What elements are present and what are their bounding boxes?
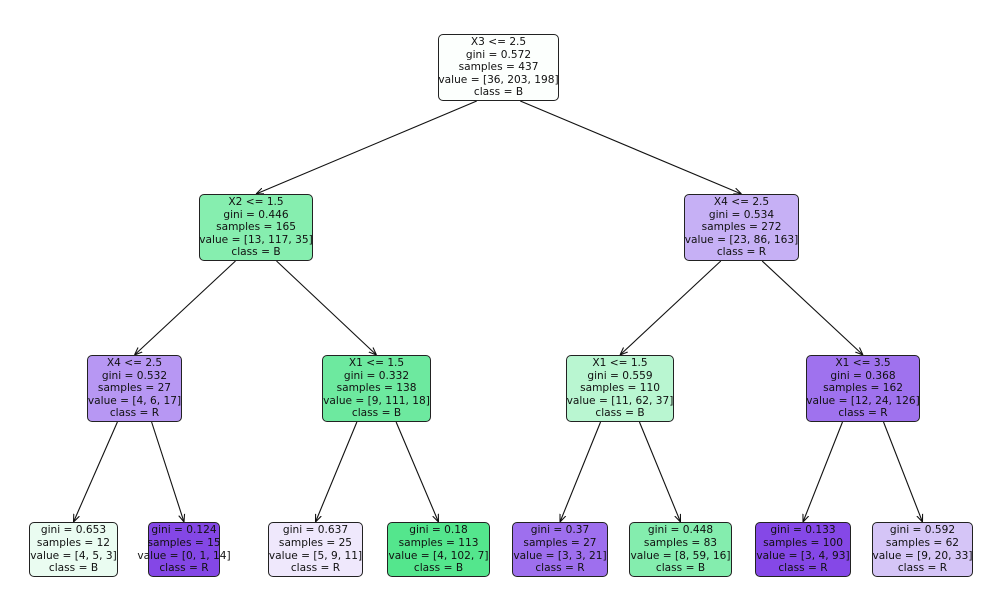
node-line: samples = 27 [97,382,172,395]
node-line: gini = 0.332 [343,369,410,382]
node-line: value = [12, 24, 126] [806,394,920,407]
node-line: value = [3, 4, 93] [756,549,850,562]
node-line: gini = 0.446 [223,208,289,221]
node-line: gini = 0.37 [530,524,590,537]
node-line: value = [5, 9, 11] [268,549,363,562]
node-line: class = B [48,562,99,575]
node-line: samples = 165 [216,221,296,234]
node-line: class = B [473,86,524,99]
edge-n0-n1 [256,100,477,194]
node-line: samples = 437 [458,61,539,74]
node-line: class = B [231,246,281,259]
edge-n2-n5 [620,260,722,355]
node-line: class = R [535,562,585,575]
node-line: class = R [778,562,828,575]
edge-n4-n10 [395,421,438,522]
node-line: class = R [897,562,948,575]
edge-n0-n2 [520,100,741,194]
node-line: value = [9, 20, 33] [872,549,973,562]
node-line: samples = 15 [147,536,221,549]
node-line: samples = 12 [36,536,111,549]
edge-n3-n8 [151,421,184,522]
node-line: gini = 0.534 [708,208,775,221]
node-line: samples = 27 [523,536,597,549]
edge-n3-n7 [74,421,118,522]
node-line: value = [4, 5, 3] [30,549,117,562]
node-line: gini = 0.448 [647,524,714,537]
edge-n2-n6 [761,260,863,355]
node-line: samples = 100 [763,536,843,549]
node-line: gini = 0.637 [282,524,349,537]
node-line: X1 <= 1.5 [348,357,405,370]
node-line: X4 <= 2.5 [106,357,163,370]
node-line: samples = 83 [643,536,718,549]
node-line: class = R [716,246,767,259]
edge-n6-n14 [883,421,923,522]
node-line: gini = 0.592 [889,524,956,537]
node-line: class = R [159,562,209,575]
edge-n5-n12 [638,421,680,522]
node-line: value = [9, 111, 18] [323,394,430,407]
node-line: X4 <= 2.5 [713,196,770,209]
node-line: samples = 110 [580,382,660,395]
node-line: gini = 0.133 [770,524,836,537]
node-line: gini = 0.572 [465,48,532,61]
edge-n1-n3 [135,260,236,355]
node-line: value = [11, 62, 37] [566,394,674,407]
node-line: value = [3, 3, 21] [513,549,607,562]
node-line: class = R [290,562,341,575]
node-line: samples = 62 [885,536,960,549]
node-line: samples = 162 [823,382,903,395]
edge-n6-n13 [803,421,843,522]
node-line: value = [23, 86, 163] [684,233,799,246]
node-line: value = [36, 203, 198] [438,73,559,86]
node-line: gini = 0.124 [151,524,217,537]
node-line: class = B [595,407,645,420]
node-line: samples = 25 [278,536,353,549]
node-line: X2 <= 1.5 [228,196,284,209]
edge-n1-n4 [276,260,377,355]
node-line: samples = 113 [398,536,479,549]
node-line: X1 <= 1.5 [592,357,648,370]
node-line: class = B [413,562,464,575]
node-line: gini = 0.18 [409,524,468,537]
node-line: samples = 272 [701,221,782,234]
node-line: value = [4, 6, 17] [87,394,182,407]
node-line: value = [0, 1, 14] [137,549,231,562]
node-line: value = [13, 117, 35] [199,233,313,246]
node-line: gini = 0.559 [587,369,653,382]
node-line: class = R [109,407,160,420]
node-line: gini = 0.532 [101,369,168,382]
node-line: class = B [351,407,402,420]
node-line: value = [8, 59, 16] [630,549,731,562]
node-line: class = B [655,562,706,575]
node-line: gini = 0.368 [830,369,896,382]
node-line: samples = 138 [336,382,417,395]
edge-n5-n11 [560,421,602,522]
node-line: X1 <= 3.5 [835,357,891,370]
node-line: value = [4, 102, 7] [388,549,489,562]
edge-n4-n9 [316,421,358,522]
node-line: class = R [838,407,888,420]
node-line: gini = 0.653 [40,524,107,537]
node-line: X3 <= 2.5 [470,36,527,49]
